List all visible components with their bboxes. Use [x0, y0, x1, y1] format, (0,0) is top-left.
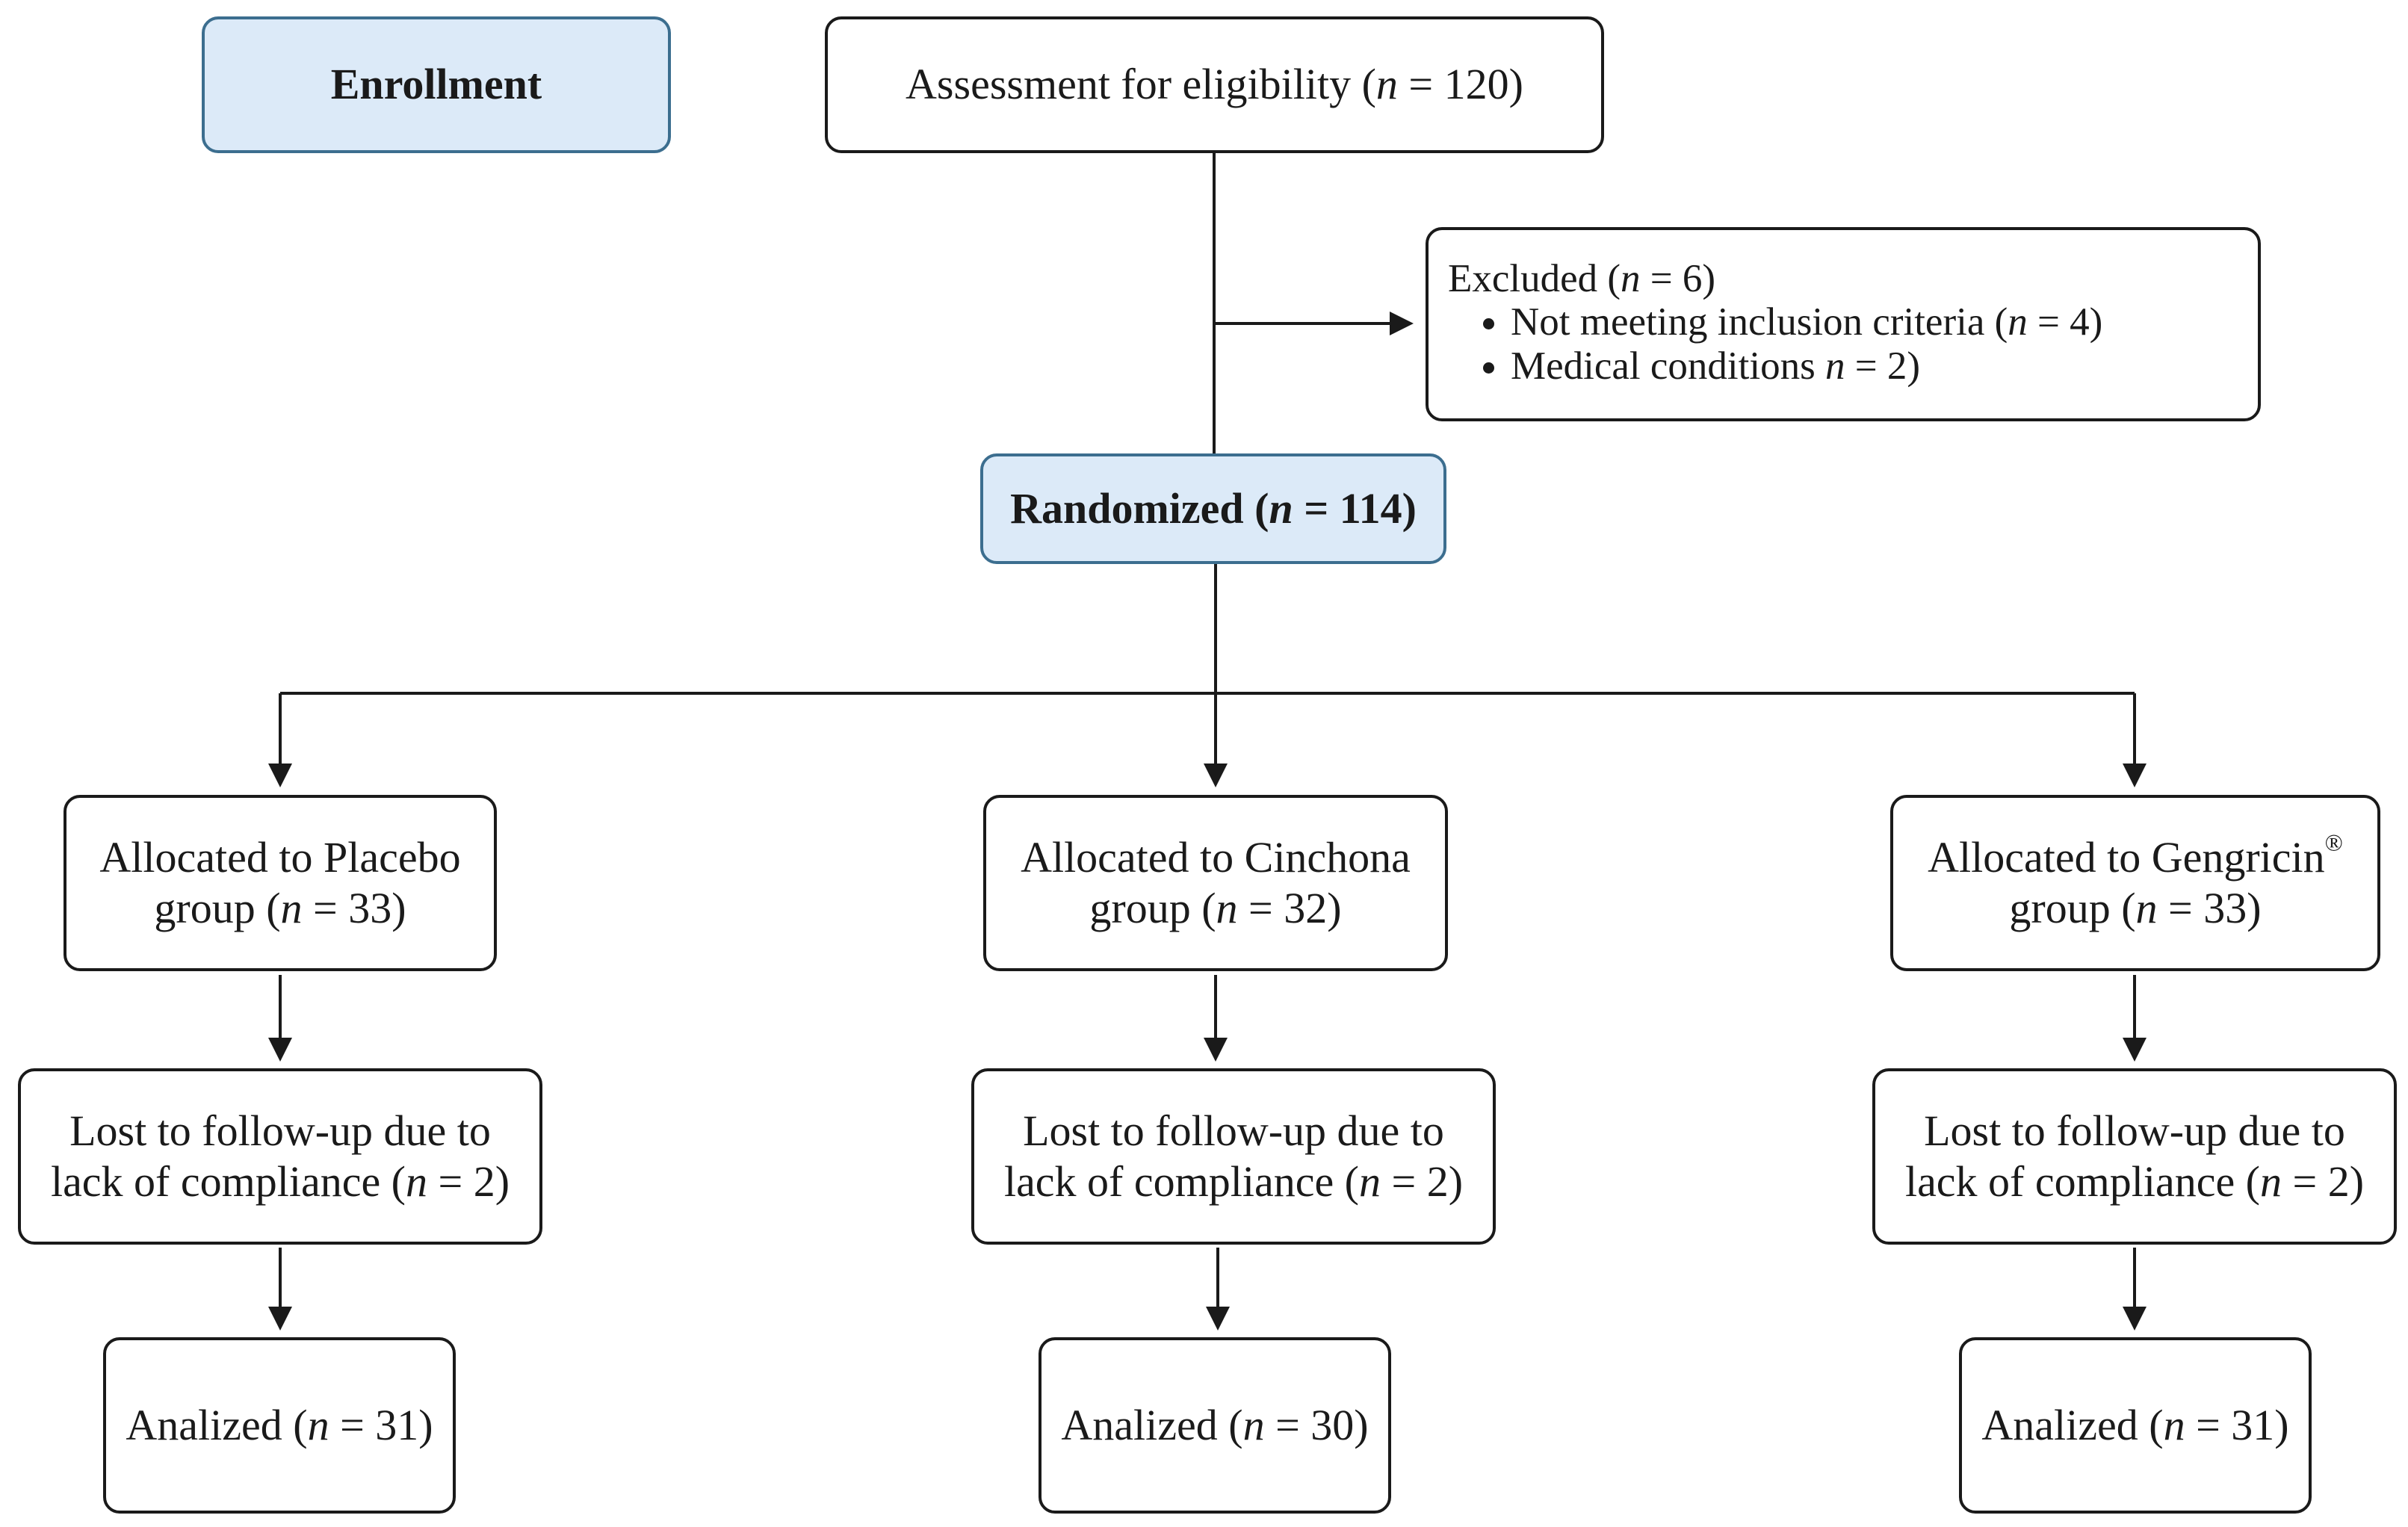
allocated-line1: Allocated to Cinchona [1021, 832, 1411, 882]
analyzed-placebo-box: Analized (n = 31) [103, 1337, 456, 1514]
randomized-box: Randomized (n = 114) [980, 453, 1446, 564]
allocated-cinchona-box: Allocated to Cinchona group (n = 32) [983, 795, 1448, 971]
randomized-text: Randomized (n = 114) [1010, 483, 1417, 533]
allocated-line2: group (n = 32) [1089, 884, 1342, 932]
assessment-text: Assessment for eligibility (n = 120) [906, 60, 1523, 109]
excluded-reason-item: Not meeting inclusion criteria (n = 4) [1511, 300, 2102, 344]
lost-followup-placebo-box: Lost to follow-up due to lack of complia… [18, 1068, 542, 1245]
analyzed-text: Analized (n = 30) [1061, 1400, 1369, 1449]
analyzed-text: Analized (n = 31) [1981, 1400, 2289, 1449]
lost-followup-cinchona-box: Lost to follow-up due to lack of complia… [971, 1068, 1496, 1245]
allocated-gengricin-box: Allocated to Gengricin® group (n = 33) [1890, 795, 2380, 971]
allocated-placebo-box: Allocated to Placebo group (n = 33) [64, 795, 497, 971]
lost-line2: lack of compliance (n = 2) [50, 1157, 510, 1206]
analyzed-cinchona-box: Analized (n = 30) [1039, 1337, 1391, 1514]
allocated-line1: Allocated to Placebo [99, 832, 461, 882]
analyzed-text: Analized (n = 31) [126, 1400, 433, 1449]
enrollment-label-box: Enrollment [202, 16, 671, 153]
excluded-reason-item: Medical conditions n = 2) [1511, 344, 2102, 388]
enrollment-label: Enrollment [330, 60, 542, 109]
allocated-line1: Allocated to Gengricin® [1928, 828, 2343, 882]
lost-line2: lack of compliance (n = 2) [1003, 1157, 1464, 1206]
lost-line1: Lost to follow-up due to [69, 1106, 491, 1155]
excluded-title: Excluded (n = 6) [1448, 257, 1716, 300]
lost-followup-gengricin-box: Lost to follow-up due to lack of complia… [1872, 1068, 2397, 1245]
lost-line2: lack of compliance (n = 2) [1904, 1157, 2365, 1206]
allocated-line2: group (n = 33) [154, 884, 406, 932]
excluded-box: Excluded (n = 6) Not meeting inclusion c… [1426, 227, 2261, 421]
excluded-reasons-list: Not meeting inclusion criteria (n = 4) M… [1448, 300, 2102, 388]
assessment-box: Assessment for eligibility (n = 120) [825, 16, 1604, 153]
allocated-line2: group (n = 33) [2009, 884, 2262, 932]
lost-line1: Lost to follow-up due to [1023, 1106, 1444, 1155]
analyzed-gengricin-box: Analized (n = 31) [1959, 1337, 2312, 1514]
lost-line1: Lost to follow-up due to [1924, 1106, 2345, 1155]
registered-mark: ® [2324, 828, 2343, 855]
